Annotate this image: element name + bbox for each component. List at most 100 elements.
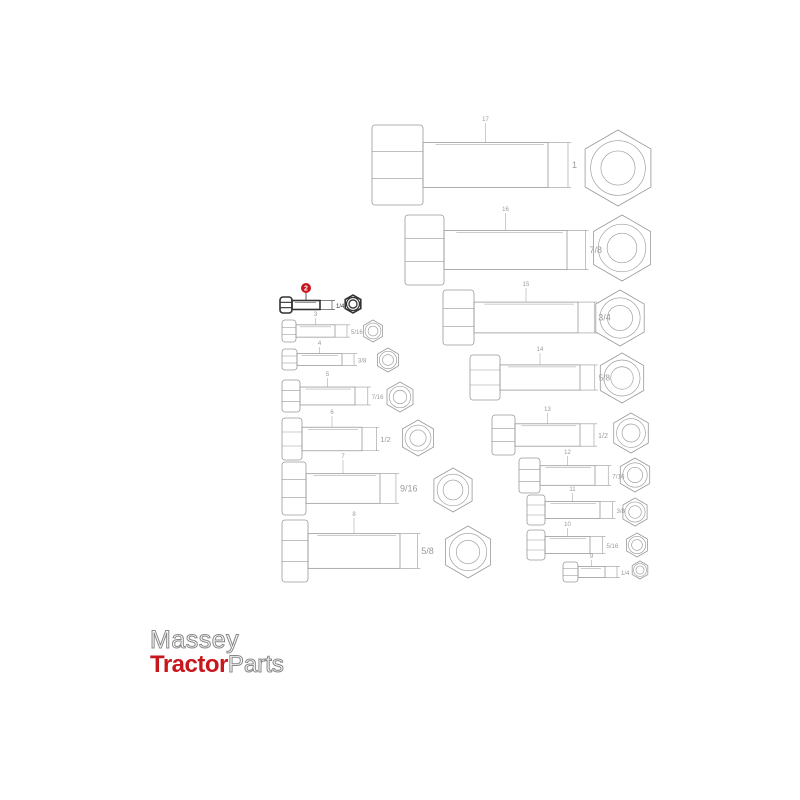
item-number: 10 — [564, 522, 571, 528]
size-label: 5/16 — [607, 544, 619, 550]
nut-hole — [635, 565, 645, 575]
hex-nut — [599, 352, 645, 404]
item-number: 7 — [341, 454, 345, 460]
bolt-shank — [499, 364, 581, 391]
nut-hole — [610, 366, 634, 390]
bolt-head — [281, 379, 301, 413]
nut-hole — [631, 539, 643, 551]
bolt-head — [281, 417, 303, 461]
logo-line1: Massey — [150, 626, 240, 654]
nut-hole — [621, 423, 641, 443]
nut-hole — [442, 479, 464, 501]
bolt-head — [491, 414, 516, 456]
hex-nut — [595, 289, 645, 347]
hex-nut — [344, 294, 362, 314]
bolt-head — [526, 529, 546, 561]
logo-tractor: Tractor — [150, 651, 228, 678]
nut-chamfer — [590, 140, 646, 196]
nut-chamfer — [345, 296, 361, 312]
item-number: 4 — [318, 341, 322, 347]
bolt-shank — [544, 501, 601, 519]
nut-chamfer — [633, 563, 647, 577]
item-number: 11 — [569, 487, 576, 493]
bolt-16: 7/816 — [404, 207, 651, 286]
size-label: 3/8 — [358, 359, 367, 365]
bolt-shank — [544, 536, 591, 554]
hex-nut — [631, 560, 649, 580]
bolt-shank — [291, 299, 321, 311]
massey-tractor-parts-logo: Massey TractorParts — [150, 626, 285, 678]
bolt-shank — [514, 423, 581, 447]
bolt-17: 1 17 — [371, 117, 652, 207]
nut-chamfer — [622, 462, 648, 488]
nut-chamfer — [597, 223, 647, 273]
bolt-10: 5/16 10 — [526, 522, 648, 561]
logo-parts: Parts — [227, 651, 284, 678]
bolt-shank — [305, 473, 381, 504]
nut-hole — [628, 505, 642, 519]
bolt-shank — [443, 229, 568, 270]
bolt-head — [518, 457, 541, 494]
nut-hole — [606, 232, 638, 264]
hex-nut — [622, 497, 648, 527]
item-number: 3 — [314, 312, 318, 318]
bolt-5: 7/165 — [281, 372, 414, 413]
bolt-shank — [422, 142, 549, 188]
nut-hole — [600, 150, 636, 186]
bolt-shank — [301, 426, 363, 452]
item-number: 17 — [482, 117, 489, 123]
bolt-6: 1/26 — [281, 410, 435, 461]
item-number: 6 — [330, 410, 334, 416]
nut-chamfer — [599, 297, 641, 339]
item-number: 5 — [326, 372, 330, 378]
nut-hole — [382, 354, 394, 366]
bolt-shank — [539, 465, 596, 486]
item-number: 16 — [502, 207, 509, 213]
nut-hole — [367, 325, 379, 337]
size-label: 3/8 — [617, 509, 626, 515]
bolt-14: 5/814 — [469, 347, 645, 404]
nut-chamfer — [448, 532, 488, 572]
hex-nut — [445, 525, 491, 579]
size-label: 9/16 — [400, 484, 418, 494]
bolt-head — [526, 494, 546, 526]
size-label: 5/8 — [421, 546, 434, 556]
item-marker[interactable] — [301, 283, 311, 293]
bolt-7: 9/16 7 — [281, 454, 473, 516]
nut-hole — [392, 389, 408, 405]
bolt-11: 3/8 11 — [526, 487, 648, 527]
bolt-head — [281, 319, 297, 343]
size-label: 1 — [572, 160, 577, 170]
bolt-head — [469, 354, 501, 401]
bolt-shank — [577, 566, 606, 579]
hex-nut — [386, 381, 414, 413]
nut-chamfer — [404, 424, 432, 452]
nut-hole — [348, 299, 358, 309]
item-number: 8 — [352, 512, 356, 518]
size-label: 1/4 — [621, 571, 630, 577]
hex-nut — [584, 129, 652, 207]
size-label: 3/4 — [598, 313, 611, 323]
item-number: 15 — [523, 282, 530, 288]
nut-chamfer — [436, 473, 470, 507]
bolt-head — [281, 348, 298, 371]
size-label: 1/2 — [598, 431, 608, 440]
bolt-shank — [473, 301, 579, 334]
bolt-head — [442, 289, 475, 346]
nut-chamfer — [364, 322, 382, 340]
bolt-head — [562, 561, 579, 583]
hex-nut — [401, 419, 435, 457]
bolt-head — [279, 296, 293, 314]
bolt-9: 1/49 — [562, 554, 649, 583]
nut-chamfer — [628, 536, 646, 554]
bolt-shank — [299, 386, 356, 406]
nut-chamfer — [616, 418, 646, 448]
bolt-4: 3/8 4 — [281, 341, 399, 373]
nut-chamfer — [388, 385, 412, 409]
size-label: 1/4 — [336, 304, 345, 310]
nut-hole — [455, 539, 481, 565]
hex-nut — [377, 347, 399, 373]
bolt-15: 3/4 15 — [442, 282, 645, 347]
